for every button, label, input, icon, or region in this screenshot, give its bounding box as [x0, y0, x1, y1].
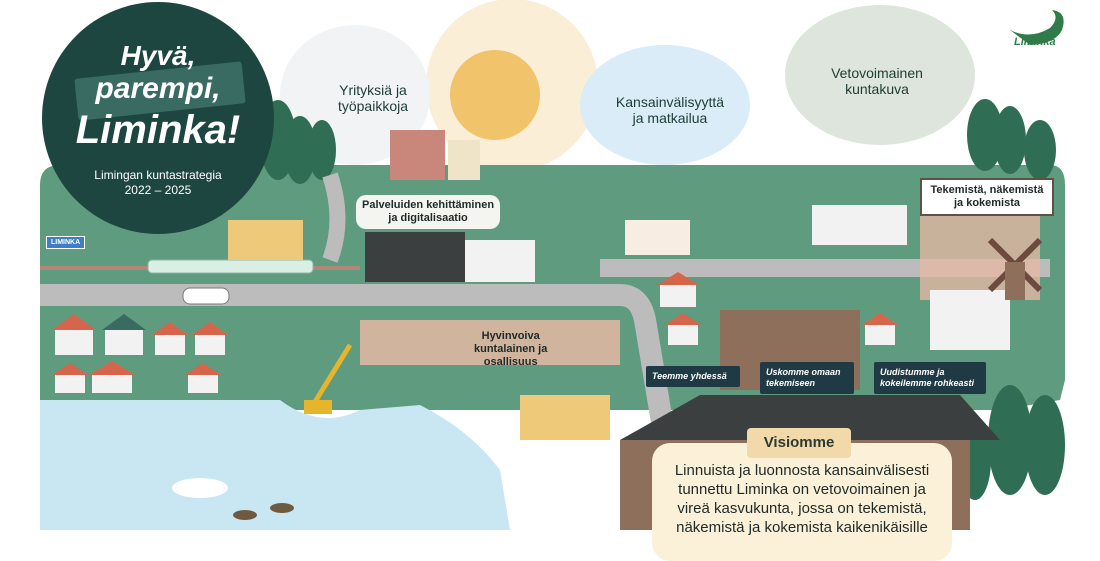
- theme-line: Kansainvälisyyttä: [615, 94, 725, 110]
- theme-hyvinvointi: Hyvinvoiva kuntalainen ja osallisuus: [468, 326, 553, 373]
- theme-line: ja digitalisaatio: [388, 212, 468, 224]
- train: [147, 259, 314, 274]
- roof: [620, 395, 1000, 440]
- theme-line: Tekemistä, näkemistä: [930, 184, 1044, 196]
- houses: [52, 272, 898, 393]
- forest-left: [260, 100, 336, 184]
- theme-yritykset: Yrityksiä ja työpaikkoja: [318, 82, 428, 114]
- excavator-arm: [307, 343, 353, 412]
- villa: [930, 290, 1010, 350]
- title-line-1: Hyvä,: [120, 40, 196, 71]
- value-flag-usko: Uskomme omaan tekemiseen: [760, 362, 854, 394]
- theme-line: kuntakuva: [845, 81, 909, 97]
- shop: [625, 220, 690, 255]
- subtitle-line-1: Limingan kuntastrategia: [94, 168, 222, 182]
- theme-line: Vetovoimainen: [831, 65, 923, 81]
- windmill: [1005, 262, 1025, 300]
- vision-line: näkemistä ja kokemista kaikenikäisille: [676, 519, 928, 536]
- theme-kansainvalisyys: Kansainvälisyyttä ja matkailua: [605, 94, 735, 126]
- theme-line: ja kokemista: [953, 197, 1021, 209]
- station-building: [228, 220, 303, 260]
- north-road: [322, 172, 346, 263]
- hall: [465, 240, 535, 282]
- value-line: Teemme yhdessä: [652, 371, 727, 381]
- value-flag-uudistus: Uudistumme ja kokeilemme rohkeasti: [874, 362, 986, 394]
- theme-line: ja matkailua: [632, 110, 708, 126]
- logo-swan-icon: [1010, 10, 1064, 45]
- vision-line: Linnuista ja luonnosta kansainvälisesti: [674, 462, 930, 479]
- theme-line: osallisuus: [483, 356, 538, 368]
- cloud-right: [785, 5, 975, 145]
- vision-box: Linnuista ja luonnosta kansainvälisesti …: [652, 443, 952, 561]
- theme-line: Yrityksiä ja: [339, 82, 407, 98]
- swan: [172, 478, 228, 498]
- value-line: Uudistumme ja: [880, 367, 945, 377]
- car: [182, 287, 230, 305]
- theme-line: työpaikkoja: [337, 98, 409, 114]
- theme-line: Palveluiden kehittäminen: [362, 199, 495, 211]
- title-badge: Hyvä, parempi, Liminka! Limingan kuntast…: [42, 2, 274, 234]
- forest-right: [967, 99, 1056, 180]
- lake: [40, 400, 510, 530]
- value-line: Uskomme omaan: [766, 367, 841, 377]
- value-line: tekemiseen: [766, 378, 816, 388]
- theme-line: kuntalainen ja: [474, 343, 548, 355]
- theme-line: Hyvinvoiva: [481, 330, 540, 342]
- vision-line: vireä kasvukunta, jossa on tekemistä,: [677, 500, 927, 517]
- office-building: [448, 140, 480, 180]
- vision-label: Visiomme: [747, 428, 851, 458]
- manor: [812, 205, 907, 245]
- main-road: [40, 284, 691, 530]
- duck: [270, 503, 294, 513]
- sun: [450, 50, 540, 140]
- value-flag-yhdessa: Teemme yhdessä: [646, 366, 740, 387]
- title-line-2: parempi,: [95, 72, 221, 105]
- warehouse: [365, 232, 465, 282]
- cloud-middle: [580, 45, 750, 165]
- theme-vetovoima: Vetovoimainen kuntakuva: [822, 65, 932, 97]
- excavator: [304, 400, 332, 414]
- square-plaza: [360, 320, 620, 365]
- theme-palvelut: Palveluiden kehittäminen ja digitalisaat…: [356, 195, 501, 229]
- office-building: [390, 130, 445, 180]
- duck: [233, 510, 257, 520]
- title-line-3: Liminka!: [75, 108, 241, 152]
- value-line: kokeilemme rohkeasti: [880, 378, 975, 388]
- yellow-house: [520, 395, 610, 440]
- subtitle-line-2: 2022 – 2025: [124, 183, 192, 197]
- logo: Liminka: [1014, 36, 1056, 48]
- vision-line: tunnettu Liminka on vetovoimainen ja: [678, 481, 926, 498]
- theme-tekeminen: Tekemistä, näkemistä ja kokemista: [920, 178, 1054, 216]
- road-sign: LIMINKA: [46, 236, 86, 249]
